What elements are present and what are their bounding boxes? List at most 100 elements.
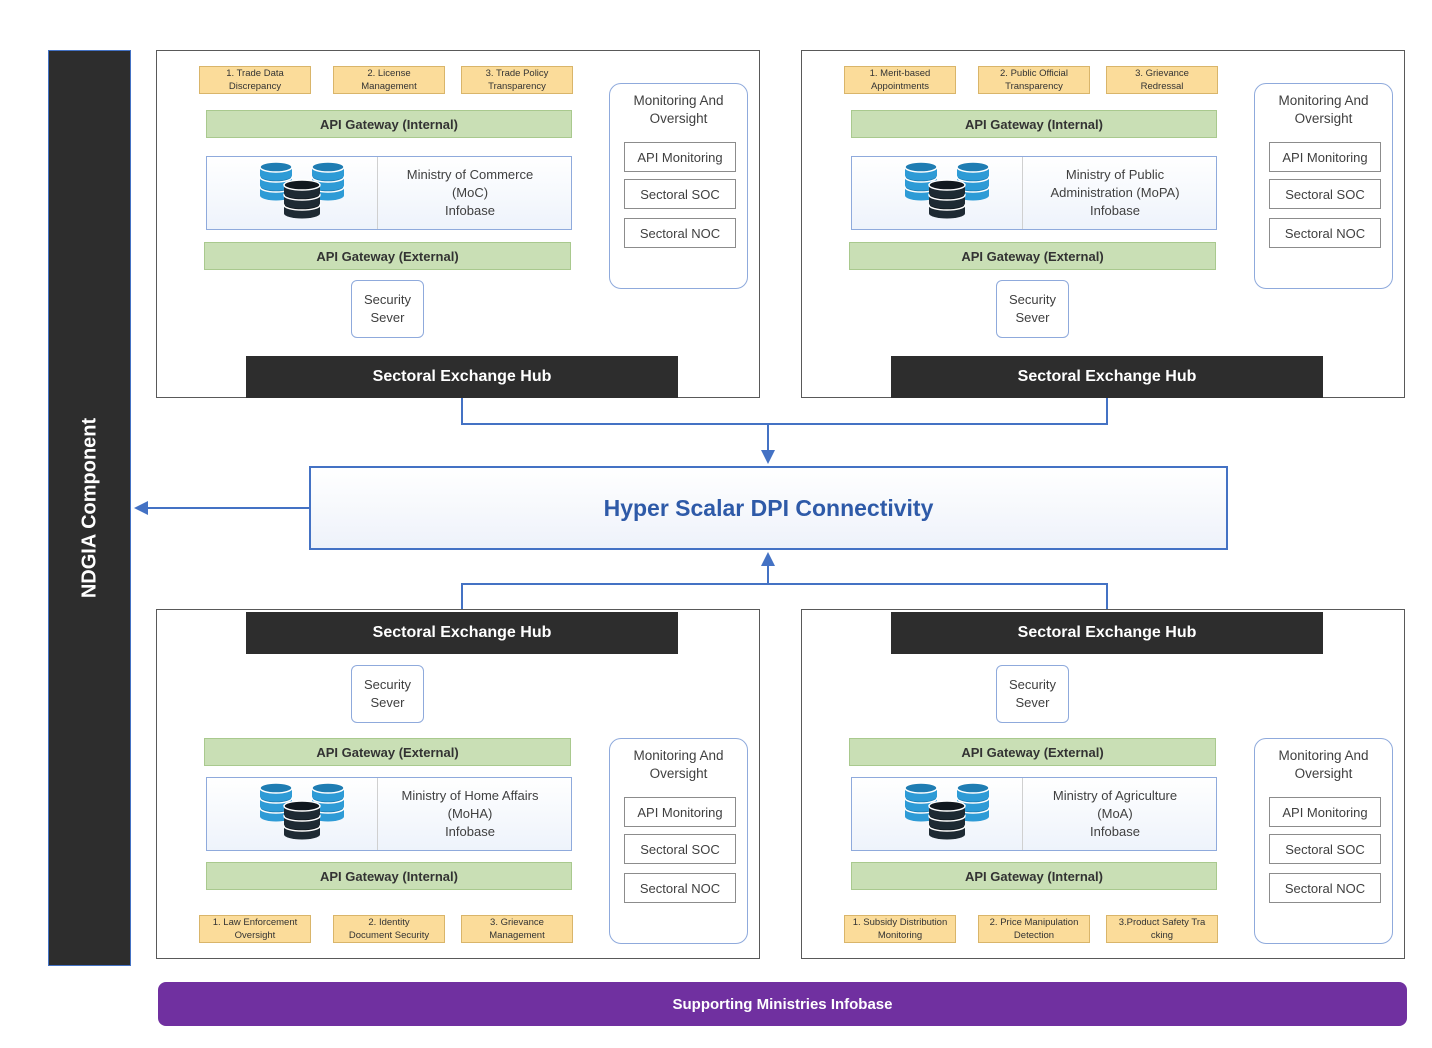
sectoral-soc-box: Sectoral SOC	[1269, 179, 1381, 209]
api-monitoring-box: API Monitoring	[624, 142, 736, 172]
sectoral-soc-box: Sectoral SOC	[624, 834, 736, 864]
use-case-moc-1: 1. Trade Data Discrepancy	[199, 66, 311, 94]
use-case-label: 1. Subsidy Distribution Monitoring	[852, 917, 948, 941]
use-case-moc-3: 3. Trade Policy Transparency	[461, 66, 573, 94]
api-gateway-external-label: API Gateway (External)	[961, 248, 1104, 264]
sectoral-exchange-hub-label: Sectoral Exchange Hub	[1017, 368, 1197, 385]
security-server-label: Security Sever	[364, 292, 411, 325]
security-server-mopa: Security Sever	[996, 280, 1069, 338]
infobase-label: Ministry of Public Administration (MoPA)…	[1050, 167, 1180, 218]
use-case-moha-3: 3. Grievance Management	[461, 915, 573, 943]
use-case-moha-2: 2. Identity Document Security	[333, 915, 445, 943]
infobase-label: Ministry of Commerce (MoC) Infobase	[406, 167, 534, 218]
api-monitoring-box: API Monitoring	[624, 797, 736, 827]
use-case-moa-3: 3.Product Safety Tra cking	[1106, 915, 1218, 943]
use-case-mopa-3: 3. Grievance Redressal	[1106, 66, 1218, 94]
api-gateway-internal-label: API Gateway (Internal)	[965, 868, 1103, 884]
hyper-scalar-label: Hyper Scalar DPI Connectivity	[603, 494, 934, 521]
api-gateway-internal-label: API Gateway (Internal)	[320, 116, 458, 132]
sectoral-noc-box: Sectoral NOC	[1269, 218, 1381, 248]
infobase-mopa: Ministry of Public Administration (MoPA)…	[851, 156, 1217, 230]
api-monitoring-label: API Monitoring	[637, 804, 723, 820]
infobase-moc: Ministry of Commerce (MoC) Infobase	[206, 156, 572, 230]
sectoral-noc-label: Sectoral NOC	[639, 225, 721, 241]
use-case-moa-1: 1. Subsidy Distribution Monitoring	[844, 915, 956, 943]
use-case-label: 2. Public Official Transparency	[1000, 68, 1068, 92]
api-gateway-external-moa: API Gateway (External)	[849, 738, 1216, 766]
security-server-moa: Security Sever	[996, 665, 1069, 723]
infobase-moha: Ministry of Home Affairs (MoHA) Infobase	[206, 777, 572, 851]
security-server-moha: Security Sever	[351, 665, 424, 723]
infobase-label: Ministry of Agriculture (MoA) Infobase	[1052, 788, 1178, 839]
use-case-label: 3. Grievance Management	[489, 917, 545, 941]
database-icon	[259, 782, 345, 846]
sectoral-exchange-hub-moc: Sectoral Exchange Hub	[246, 356, 678, 398]
sectoral-noc-label: Sectoral NOC	[1284, 880, 1366, 896]
database-icon	[259, 161, 345, 225]
use-case-label: 1. Trade Data Discrepancy	[226, 68, 284, 92]
use-case-label: 2. License Management	[361, 68, 417, 92]
ndgia-component-label: NDGIA Component	[78, 417, 100, 599]
monitoring-title: Monitoring And Oversight	[633, 93, 724, 126]
sectoral-exchange-hub-moha: Sectoral Exchange Hub	[246, 612, 678, 654]
sectoral-exchange-hub-mopa: Sectoral Exchange Hub	[891, 356, 1323, 398]
use-case-label: 3.Product Safety Tra cking	[1118, 917, 1206, 941]
sectoral-noc-box: Sectoral NOC	[624, 873, 736, 903]
use-case-label: 3. Grievance Redressal	[1135, 68, 1189, 92]
use-case-label: 2. Identity Document Security	[348, 917, 430, 941]
api-monitoring-label: API Monitoring	[1282, 149, 1368, 165]
api-gateway-internal-mopa: API Gateway (Internal)	[851, 110, 1217, 138]
api-gateway-internal-label: API Gateway (Internal)	[320, 868, 458, 884]
sectoral-soc-label: Sectoral SOC	[1285, 841, 1365, 857]
use-case-mopa-2: 2. Public Official Transparency	[978, 66, 1090, 94]
use-case-moc-2: 2. License Management	[333, 66, 445, 94]
hyper-scalar-dpi-connectivity: Hyper Scalar DPI Connectivity	[309, 466, 1228, 550]
sectoral-soc-label: Sectoral SOC	[640, 186, 720, 202]
api-gateway-external-label: API Gateway (External)	[961, 744, 1104, 760]
api-gateway-internal-label: API Gateway (Internal)	[965, 116, 1103, 132]
sectoral-noc-label: Sectoral NOC	[1284, 225, 1366, 241]
api-monitoring-box: API Monitoring	[1269, 142, 1381, 172]
security-server-label: Security Sever	[1009, 677, 1056, 710]
monitoring-title: Monitoring And Oversight	[1278, 93, 1369, 126]
api-gateway-external-label: API Gateway (External)	[316, 248, 459, 264]
sectoral-exchange-hub-label: Sectoral Exchange Hub	[1017, 624, 1197, 641]
api-gateway-external-moc: API Gateway (External)	[204, 242, 571, 270]
sectoral-noc-box: Sectoral NOC	[624, 218, 736, 248]
api-gateway-external-label: API Gateway (External)	[316, 744, 459, 760]
security-server-moc: Security Sever	[351, 280, 424, 338]
use-case-mopa-1: 1. Merit-based Appointments	[844, 66, 956, 94]
sectoral-soc-box: Sectoral SOC	[1269, 834, 1381, 864]
use-case-moa-2: 2. Price Manipulation Detection	[978, 915, 1090, 943]
api-gateway-external-moha: API Gateway (External)	[204, 738, 571, 766]
sectoral-noc-label: Sectoral NOC	[639, 880, 721, 896]
api-gateway-internal-moc: API Gateway (Internal)	[206, 110, 572, 138]
use-case-label: 2. Price Manipulation Detection	[989, 917, 1079, 941]
api-monitoring-label: API Monitoring	[637, 149, 723, 165]
sectoral-noc-box: Sectoral NOC	[1269, 873, 1381, 903]
use-case-label: 1. Merit-based Appointments	[869, 68, 931, 92]
use-case-label: 3. Trade Policy Transparency	[485, 68, 549, 92]
sectoral-soc-label: Sectoral SOC	[1285, 186, 1365, 202]
ndgia-component-bar: NDGIA Component	[48, 50, 131, 966]
sectoral-exchange-hub-label: Sectoral Exchange Hub	[372, 368, 552, 385]
infobase-divider	[377, 778, 378, 850]
database-icon	[904, 782, 990, 846]
sectoral-exchange-hub-label: Sectoral Exchange Hub	[372, 624, 552, 641]
use-case-moha-1: 1. Law Enforcement Oversight	[199, 915, 311, 943]
infobase-label: Ministry of Home Affairs (MoHA) Infobase	[401, 788, 539, 839]
api-monitoring-label: API Monitoring	[1282, 804, 1368, 820]
security-server-label: Security Sever	[1009, 292, 1056, 325]
api-gateway-external-mopa: API Gateway (External)	[849, 242, 1216, 270]
use-case-label: 1. Law Enforcement Oversight	[212, 917, 298, 941]
monitoring-title: Monitoring And Oversight	[633, 748, 724, 781]
supporting-ministries-label: Supporting Ministries Infobase	[672, 995, 893, 1013]
api-monitoring-box: API Monitoring	[1269, 797, 1381, 827]
sectoral-exchange-hub-moa: Sectoral Exchange Hub	[891, 612, 1323, 654]
supporting-ministries-infobase: Supporting Ministries Infobase	[158, 982, 1407, 1026]
api-gateway-internal-moha: API Gateway (Internal)	[206, 862, 572, 890]
